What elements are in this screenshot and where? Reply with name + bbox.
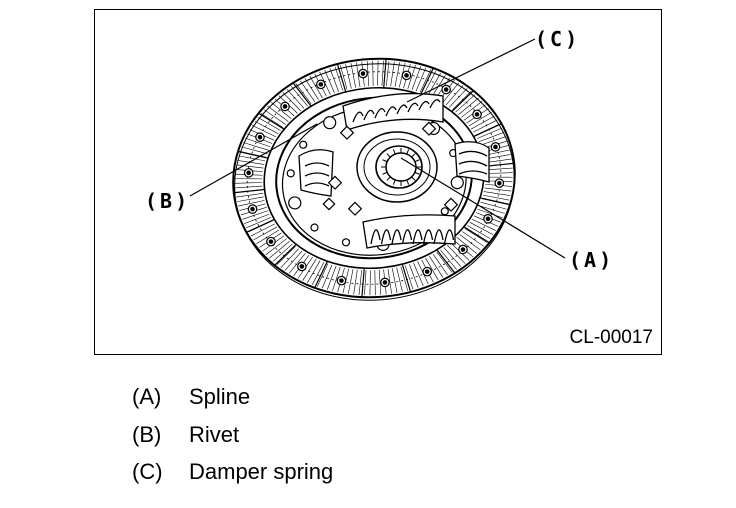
hub-window-diamonds [322, 121, 459, 216]
legend-key-b: (B) [132, 422, 162, 447]
legend-key-c: (C) [132, 459, 163, 484]
leader-line-c [406, 38, 536, 103]
figure-code: CL-00017 [569, 327, 653, 348]
leader-line-a [400, 157, 566, 259]
legend-item-b: (B) Rivet [132, 422, 239, 448]
legend-key-a: (A) [132, 384, 162, 409]
leader-line-b [189, 123, 318, 197]
clutch-disc-diagram [189, 38, 566, 301]
legend-label-a: Spline [189, 384, 251, 409]
lining-rivets [243, 68, 505, 288]
damper-spring-right [454, 141, 490, 183]
damper-spring-left [298, 149, 334, 197]
callout-leader-lines [189, 38, 566, 259]
callout-c: (C) [535, 27, 581, 51]
legend-item-a: (A) Spline [132, 384, 250, 410]
legend-item-c: (C) Damper spring [132, 459, 333, 485]
callout-b: (B) [145, 189, 191, 213]
figure-frame: (C) (B) (A) CL-00017 [94, 9, 662, 355]
damper-spring-bottom [362, 214, 456, 249]
spline-hub [356, 131, 438, 203]
damper-spring-top [342, 92, 444, 131]
legend-label-b: Rivet [189, 422, 240, 447]
legend-label-c: Damper spring [189, 459, 334, 484]
callout-a: (A) [569, 248, 615, 272]
